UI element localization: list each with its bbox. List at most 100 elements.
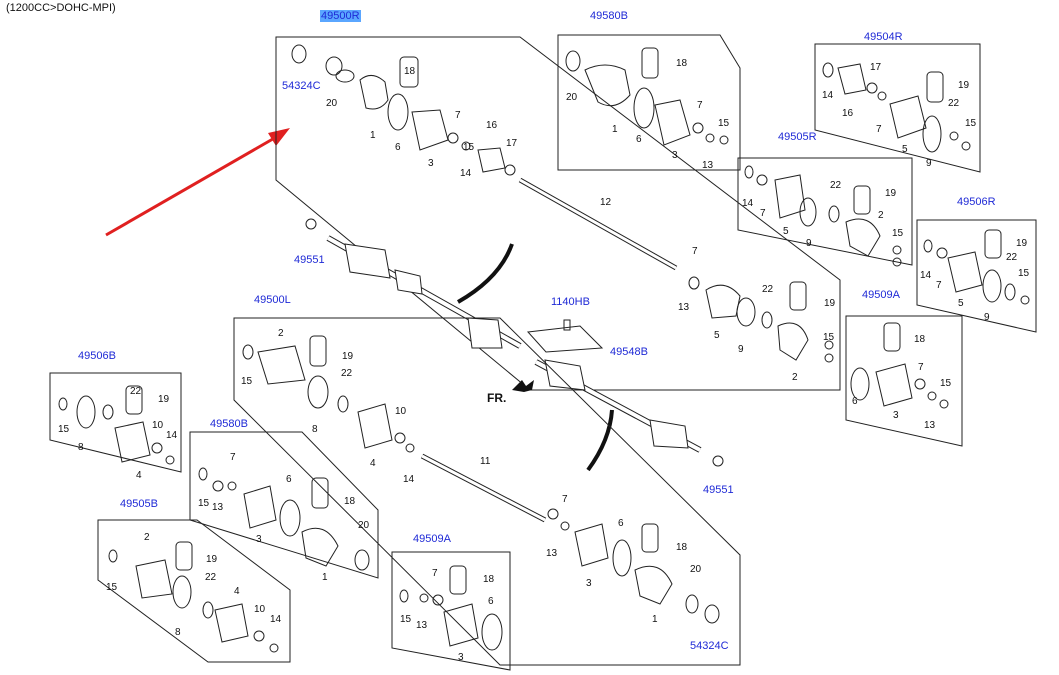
svg-text:19: 19: [824, 298, 836, 309]
shaft-12: [518, 177, 678, 271]
svg-text:22: 22: [130, 386, 142, 397]
svg-text:15: 15: [940, 378, 952, 389]
part-link-54324c-bottom[interactable]: 54324C: [690, 640, 729, 652]
svg-text:5: 5: [714, 330, 720, 341]
svg-text:19: 19: [206, 554, 218, 565]
svg-text:7: 7: [697, 100, 703, 111]
diagram-caption: (1200CC>DOHC-MPI): [6, 2, 116, 14]
svg-text:6: 6: [488, 596, 494, 607]
group-link-49506r[interactable]: 49506R: [957, 196, 996, 208]
group-link-49580b-top[interactable]: 49580B: [590, 10, 628, 22]
svg-text:14: 14: [403, 474, 415, 485]
svg-text:15: 15: [198, 498, 210, 509]
svg-text:16: 16: [842, 108, 854, 119]
parts-49505b: [108, 541, 279, 653]
group-link-49506b[interactable]: 49506B: [78, 350, 116, 362]
parts-49506b: [58, 385, 175, 465]
nut-49551-bottom: [712, 455, 724, 467]
parts-49500l: [242, 335, 720, 624]
svg-text:10: 10: [254, 604, 266, 615]
svg-text:2: 2: [878, 210, 884, 221]
group-link-49505b[interactable]: 49505B: [120, 498, 158, 510]
svg-text:13: 13: [924, 420, 936, 431]
svg-text:13: 13: [702, 160, 714, 171]
svg-text:15: 15: [823, 332, 835, 343]
group-link-49505r[interactable]: 49505R: [778, 131, 817, 143]
svg-text:20: 20: [326, 98, 338, 109]
red-arrow-icon: [105, 128, 290, 237]
svg-text:7: 7: [692, 246, 698, 257]
svg-text:7: 7: [432, 568, 438, 579]
svg-text:13: 13: [546, 548, 558, 559]
svg-text:8: 8: [312, 424, 318, 435]
svg-text:7: 7: [936, 280, 942, 291]
svg-text:6: 6: [286, 474, 292, 485]
svg-text:1: 1: [652, 614, 658, 625]
panel-49506b: [49, 372, 182, 473]
assembled-shaft-upper: [326, 235, 522, 349]
leader-curve-upper: [457, 243, 514, 304]
svg-text:8: 8: [78, 442, 84, 453]
svg-text:3: 3: [256, 534, 262, 545]
part-link-49548b[interactable]: 49548B: [610, 346, 648, 358]
part-link-49551-bottom[interactable]: 49551: [703, 484, 734, 496]
svg-text:9: 9: [738, 344, 744, 355]
svg-text:14: 14: [742, 198, 754, 209]
group-link-49509a-right[interactable]: 49509A: [862, 289, 900, 301]
svg-text:18: 18: [914, 334, 926, 345]
svg-text:2: 2: [144, 532, 150, 543]
svg-text:19: 19: [342, 351, 354, 362]
group-link-49509a-bottom[interactable]: 49509A: [413, 533, 451, 545]
svg-text:4: 4: [234, 586, 240, 597]
svg-text:22: 22: [762, 284, 774, 295]
group-link-49580b-left[interactable]: 49580B: [210, 418, 248, 430]
svg-text:14: 14: [460, 168, 472, 179]
parts-49509a-bottom: [399, 565, 503, 651]
panel-49509a-right: [845, 315, 963, 447]
svg-text:19: 19: [158, 394, 170, 405]
svg-text:15: 15: [965, 118, 977, 129]
group-link-49500r[interactable]: 49500R: [320, 10, 361, 22]
svg-text:20: 20: [566, 92, 578, 103]
svg-text:15: 15: [400, 614, 412, 625]
svg-text:9: 9: [984, 312, 990, 323]
svg-text:10: 10: [152, 420, 164, 431]
svg-text:19: 19: [885, 188, 897, 199]
svg-text:11: 11: [480, 456, 491, 467]
svg-text:22: 22: [830, 180, 842, 191]
svg-text:4: 4: [370, 458, 376, 469]
svg-text:22: 22: [1006, 252, 1018, 263]
svg-text:22: 22: [948, 98, 960, 109]
bracket-49548b: [526, 325, 604, 353]
panel-49509a-bottom: [391, 551, 511, 671]
svg-text:7: 7: [455, 110, 461, 121]
svg-text:8: 8: [175, 627, 181, 638]
svg-text:7: 7: [760, 208, 766, 219]
svg-text:3: 3: [428, 158, 434, 169]
svg-text:14: 14: [920, 270, 932, 281]
panel-49506r: [916, 219, 1037, 333]
svg-text:7: 7: [230, 452, 236, 463]
svg-text:18: 18: [676, 542, 688, 553]
group-link-49500l[interactable]: 49500L: [254, 294, 291, 306]
svg-text:14: 14: [270, 614, 282, 625]
svg-text:1: 1: [370, 130, 376, 141]
front-arrow-icon: [512, 380, 534, 392]
front-direction-label: FR.: [487, 391, 507, 405]
part-link-54324c-top[interactable]: 54324C: [282, 80, 321, 92]
svg-text:9: 9: [926, 158, 932, 169]
svg-text:5: 5: [902, 144, 908, 155]
group-link-49504r[interactable]: 49504R: [864, 31, 903, 43]
panel-49580b-top: [557, 34, 741, 171]
svg-text:17: 17: [506, 138, 518, 149]
svg-text:16: 16: [486, 120, 498, 131]
svg-text:14: 14: [166, 430, 178, 441]
svg-text:13: 13: [678, 302, 690, 313]
svg-text:6: 6: [618, 518, 624, 529]
svg-text:6: 6: [636, 134, 642, 145]
svg-text:18: 18: [344, 496, 356, 507]
part-link-49551-top[interactable]: 49551: [294, 254, 325, 266]
svg-text:15: 15: [718, 118, 730, 129]
parts-49506r: [923, 229, 1030, 305]
part-link-1140hb[interactable]: 1140HB: [551, 296, 590, 308]
